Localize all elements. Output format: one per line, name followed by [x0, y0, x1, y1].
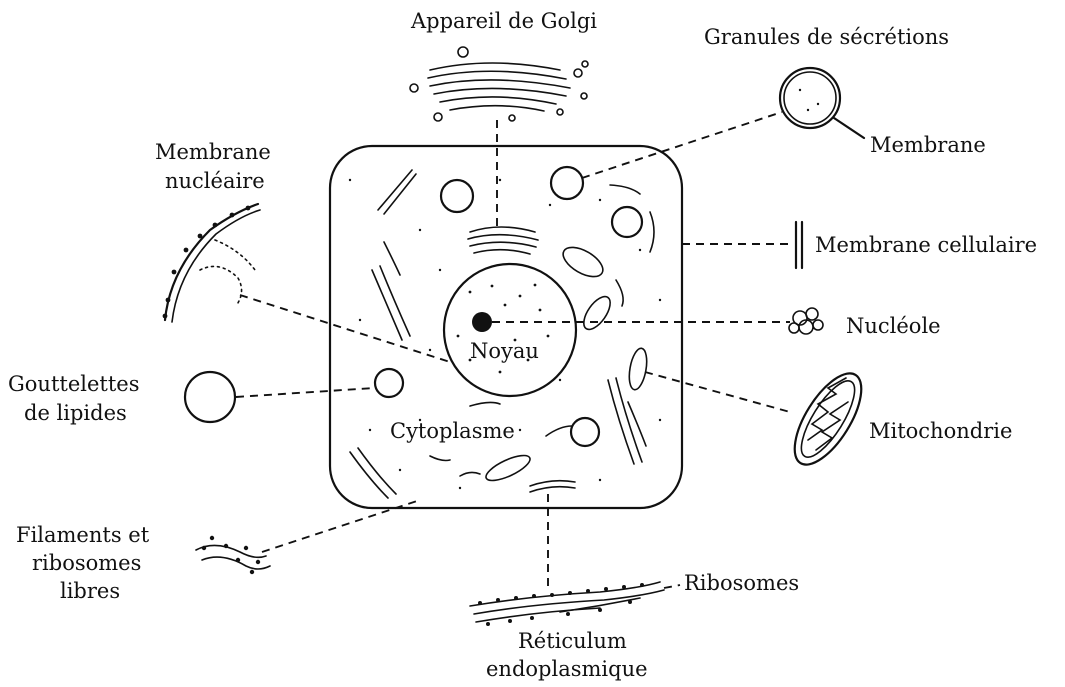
label-membrane: Membrane — [870, 133, 986, 157]
cell-outline — [330, 146, 682, 508]
label-cytoplasm: Cytoplasme — [390, 419, 515, 443]
endoplasmic-reticulum-icon — [470, 582, 664, 626]
label-lipids-line2: de lipides — [24, 401, 127, 425]
mitochondrion-icon — [782, 363, 874, 475]
label-lipids-line1: Gouttelettes — [8, 372, 139, 396]
vesicle — [441, 180, 473, 212]
cell-membrane-icon — [796, 222, 802, 268]
label-ribosomes: Ribosomes — [684, 571, 799, 595]
nucleus — [444, 264, 576, 396]
label-er-line2: endoplasmique — [486, 657, 648, 681]
lipid-droplet-icon — [185, 372, 235, 422]
cytoplasm-organelles — [350, 170, 654, 498]
free-ribosomes-icon — [196, 536, 270, 574]
label-cell-membrane: Membrane cellulaire — [815, 233, 1037, 257]
label-nuclear-membrane-line2: nucléaire — [165, 169, 265, 193]
nuclear-membrane-icon — [163, 204, 260, 322]
label-filaments-line2: ribosomes — [32, 551, 141, 575]
label-filaments-line3: libres — [60, 579, 120, 603]
label-nucleolus: Nucléole — [846, 314, 941, 338]
label-er-line1: Réticulum — [518, 629, 627, 653]
golgi-inner — [468, 227, 538, 254]
label-nucleus: Noyau — [470, 339, 539, 363]
vesicle — [375, 369, 403, 397]
nucleolus-in-nucleus — [472, 312, 492, 332]
vesicle — [612, 207, 642, 237]
label-filaments-line1: Filaments et — [16, 523, 150, 547]
vesicle — [551, 167, 583, 199]
vesicle — [571, 418, 599, 446]
golgi-apparatus-icon — [410, 47, 588, 121]
secretion-granule-icon — [780, 68, 864, 138]
label-mitochondrion: Mitochondrie — [869, 419, 1012, 443]
label-granules: Granules de sécrétions — [704, 25, 949, 49]
label-golgi: Appareil de Golgi — [410, 9, 597, 33]
nucleolus-icon — [789, 308, 823, 334]
label-nuclear-membrane-line1: Membrane — [155, 140, 271, 164]
